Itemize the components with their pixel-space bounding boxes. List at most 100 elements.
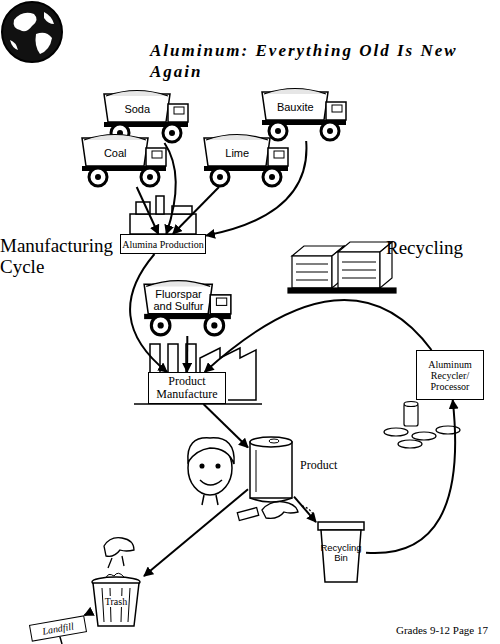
dump-truck-outline bbox=[204, 138, 270, 166]
text-area: Product Manufacture bbox=[149, 373, 225, 403]
globe-icon bbox=[2, 2, 62, 62]
hand-throwing bbox=[302, 506, 314, 516]
recycling-bin: Recycling Bin bbox=[316, 518, 366, 584]
dump-truck-outline bbox=[168, 104, 188, 122]
dump-truck-outline bbox=[263, 168, 281, 186]
dump-truck-outline bbox=[217, 174, 223, 180]
globe-icon bbox=[2, 2, 62, 62]
aluminum-bales bbox=[288, 242, 396, 293]
hand-dropping bbox=[104, 538, 134, 568]
alumina-plant bbox=[136, 202, 150, 214]
text-area: Recycling Bin bbox=[318, 536, 364, 569]
aluminum-can-outline bbox=[250, 442, 292, 498]
aluminum-can-outline bbox=[269, 439, 279, 443]
node-label: Alumina Production bbox=[122, 239, 203, 250]
dump-truck-outline bbox=[264, 89, 326, 95]
title-text: Aluminum: Everything Old Is New Again bbox=[150, 40, 480, 83]
node-label: Product bbox=[300, 458, 337, 473]
globe-icon bbox=[14, 13, 37, 31]
hand-throwing bbox=[237, 502, 314, 521]
node-label: Recycling Bin bbox=[318, 543, 364, 564]
dump-truck-outline bbox=[205, 316, 224, 335]
text-area: Fluorspar and Sulfur bbox=[149, 287, 209, 314]
person-face bbox=[188, 438, 234, 505]
node-label: Trash bbox=[104, 596, 128, 607]
flow-arrow bbox=[186, 336, 188, 372]
dump-truck-outline bbox=[106, 91, 168, 97]
alumina-plant bbox=[156, 196, 164, 214]
dump-truck-outline bbox=[147, 174, 153, 180]
dump-truck-outline bbox=[258, 86, 350, 141]
text-area: Lime bbox=[208, 140, 266, 165]
flow-arrow bbox=[137, 187, 159, 234]
aluminum-can-outline bbox=[250, 437, 292, 447]
text-area: Soda bbox=[108, 96, 166, 121]
factory-building bbox=[168, 344, 178, 374]
crushed-cans bbox=[404, 402, 418, 407]
dump-truck-outline bbox=[206, 135, 268, 141]
factory-building bbox=[150, 344, 160, 374]
flow-arrow bbox=[203, 404, 248, 448]
process-box: Alumina Production bbox=[120, 234, 206, 254]
dump-truck-outline bbox=[174, 107, 184, 114]
hand-dropping bbox=[104, 538, 134, 557]
dump-truck-outline bbox=[152, 151, 162, 158]
dump-truck-outline bbox=[200, 132, 292, 187]
person-face bbox=[188, 438, 234, 464]
node-label: Landfill bbox=[41, 620, 74, 636]
dump-truck-outline bbox=[274, 151, 284, 158]
person-face bbox=[202, 495, 218, 505]
crushed-cans bbox=[412, 432, 436, 440]
flow-arrow bbox=[144, 489, 248, 576]
crushed-cans bbox=[436, 426, 460, 434]
node-label: Aluminum Recycler/ Processor bbox=[417, 359, 483, 392]
flow-arrow bbox=[130, 254, 167, 372]
dump-truck-outline bbox=[275, 128, 281, 134]
person-face bbox=[200, 480, 222, 485]
factory-building bbox=[186, 344, 196, 374]
dump-truck-outline bbox=[146, 148, 166, 166]
text-area: Bauxite bbox=[266, 94, 324, 119]
globe-icon bbox=[36, 33, 53, 54]
node-label: Fluorspar and Sulfur bbox=[149, 288, 209, 312]
dump-truck-outline bbox=[269, 122, 287, 140]
trash-can-outline bbox=[93, 583, 139, 626]
node-label: Lime bbox=[225, 147, 249, 159]
dump-truck-outline bbox=[269, 174, 275, 180]
flow-arrow bbox=[205, 300, 432, 372]
aluminum-can-outline bbox=[250, 498, 292, 502]
aluminum-bales bbox=[288, 288, 396, 293]
trash-can-outline bbox=[106, 573, 124, 578]
dump-truck-outline bbox=[104, 94, 170, 122]
text-area: Alumina Production bbox=[121, 235, 205, 253]
trash-can-outline bbox=[102, 588, 130, 622]
dump-truck-outline bbox=[78, 132, 170, 187]
dump-truck-outline bbox=[262, 92, 328, 120]
crushed-cans bbox=[384, 402, 460, 449]
node-label: Product Manufacture bbox=[149, 375, 225, 401]
dump-truck-outline bbox=[211, 322, 217, 328]
dump-truck-outline bbox=[163, 124, 181, 142]
dump-truck-outline bbox=[332, 105, 342, 112]
dump-truck-outline bbox=[158, 322, 164, 328]
dump-truck-outline bbox=[82, 138, 148, 166]
hand-throwing bbox=[237, 508, 258, 521]
dump-truck: Fluorspar and Sulfur bbox=[140, 278, 235, 336]
dump-truck-outline bbox=[327, 128, 333, 134]
dump-truck-outline bbox=[146, 281, 210, 287]
dump-truck-outline bbox=[210, 295, 231, 314]
flow-arrow bbox=[173, 187, 219, 234]
dump-truck-outline bbox=[95, 174, 101, 180]
crushed-cans bbox=[384, 428, 408, 436]
flow-arrow bbox=[84, 614, 88, 616]
hand-dropping bbox=[108, 556, 124, 568]
flow-arrow bbox=[294, 497, 316, 522]
node-label: Coal bbox=[104, 147, 127, 159]
page-footer: Grades 9-12 Page 17 bbox=[396, 624, 500, 636]
text-area: Aluminum Recycler/ Processor bbox=[417, 351, 483, 399]
flow-arrow bbox=[206, 141, 306, 236]
process-box: Aluminum Recycler/ Processor bbox=[416, 350, 484, 400]
dump-truck-outline bbox=[211, 168, 229, 186]
